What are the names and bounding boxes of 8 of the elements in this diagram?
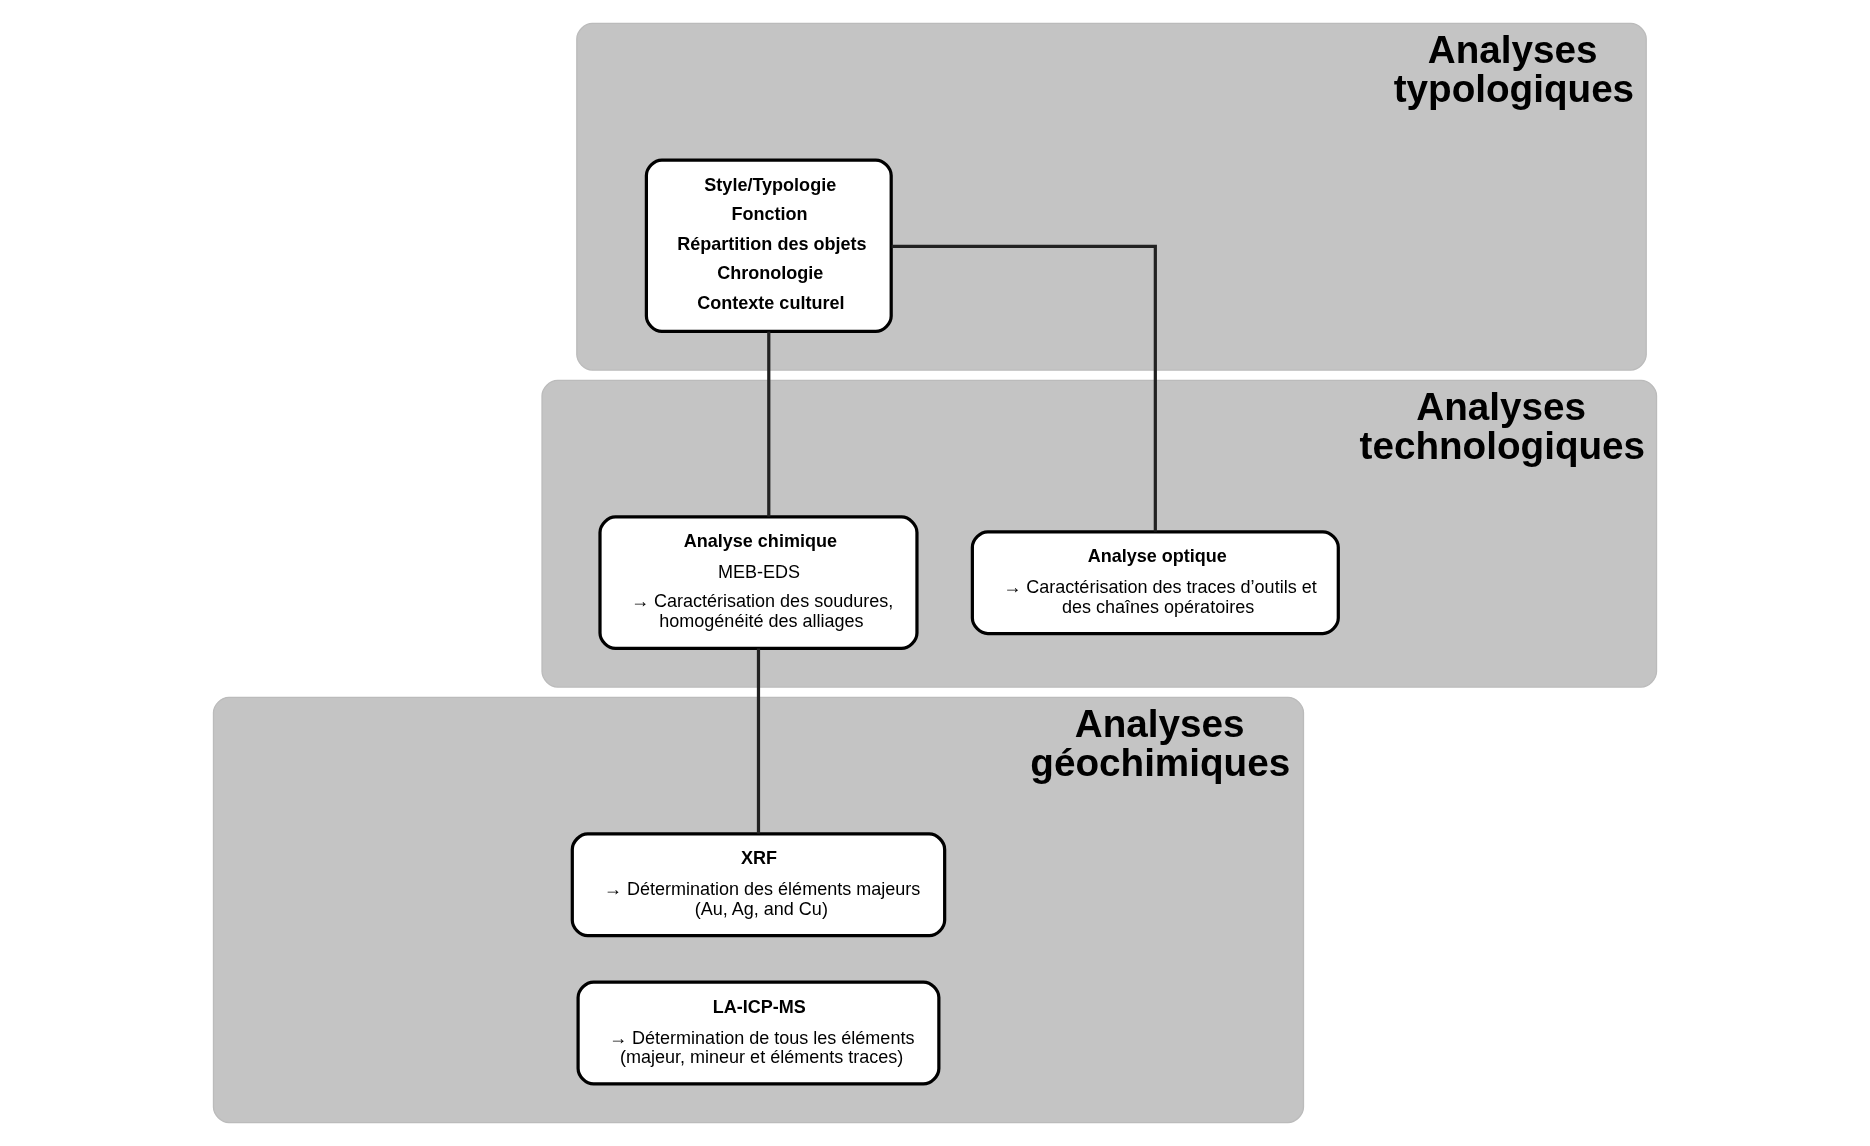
node-box: XRF → Détermination des éléments majeurs (Au, Ag, and Cu) (570, 832, 947, 938)
node-box: LA-ICP-MS → Détermination de tous les éléments (majeur, mineur et éléments traces) (576, 980, 941, 1086)
connector (891, 244, 1157, 532)
node-box: Analyse chimique MEB-EDS → Caractérisation des soudures, homogénéité des alliages (598, 515, 919, 650)
node-box: Style/Typologie Fonction Répartition des objets Chronologie Contexte culturel (644, 158, 893, 334)
node-box: Analyse optique → Caractérisation des traces d’outils et des chaînes opératoires (970, 530, 1340, 636)
connector (756, 648, 761, 834)
connector (767, 331, 771, 517)
